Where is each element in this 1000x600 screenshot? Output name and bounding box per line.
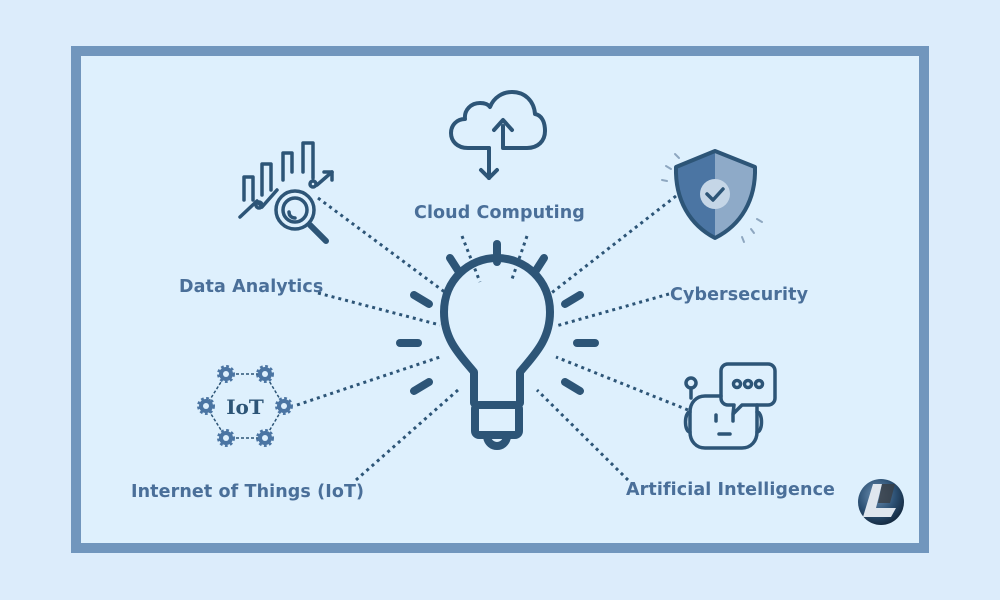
brand-logo-icon [858, 479, 904, 525]
connector-ai-label [535, 388, 630, 482]
shield-check-icon [661, 149, 763, 243]
label-data-analytics: Data Analytics [179, 277, 324, 297]
iot-gears-network-icon: IoT [197, 365, 293, 447]
connector-cloud-right [509, 235, 529, 283]
connector-iot-icon [296, 355, 441, 407]
cloud-upload-download-icon [449, 90, 547, 180]
connector-lines [296, 194, 689, 482]
diagram-frame [71, 46, 929, 553]
connector-iot-label [355, 388, 459, 482]
label-cloud-computing: Cloud Computing [414, 203, 585, 223]
light-rays [396, 240, 599, 395]
iot-icon-text: IoT [226, 395, 264, 419]
label-artificial-intelligence: Artificial Intelligence [626, 480, 836, 500]
connector-cloud-left [460, 235, 482, 283]
connector-data-analytics-label [317, 291, 441, 327]
connector-ai-icon [555, 355, 689, 412]
robot-chat-icon [683, 362, 777, 450]
label-cybersecurity: Cybersecurity [670, 285, 809, 305]
label-iot: Internet of Things (IoT) [131, 482, 365, 502]
lightbulb-icon [440, 254, 554, 450]
analytics-chart-magnifier-icon [238, 141, 334, 244]
connector-cybersecurity-label [555, 292, 670, 328]
